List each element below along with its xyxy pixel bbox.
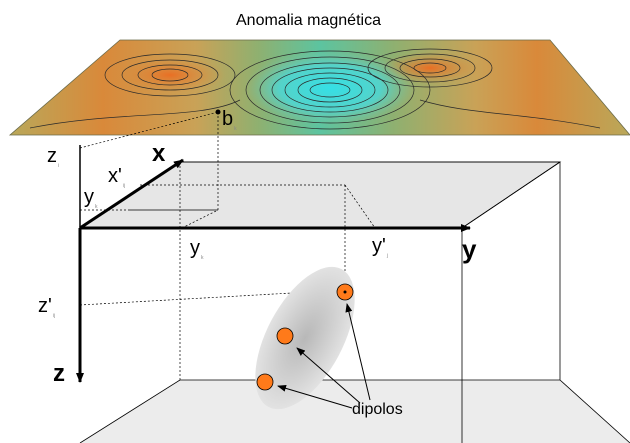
anomaly-surface [8, 39, 630, 136]
label-yj-prime: y'j [372, 235, 388, 259]
dipole-2 [276, 327, 294, 345]
axes [76, 145, 471, 383]
x-axis-arrow [79, 158, 184, 230]
contour-lines [29, 48, 601, 130]
diagram-title: Anomalia magnética [236, 12, 381, 29]
label-bk: bk [222, 108, 237, 132]
label-yk-small: yk [84, 186, 98, 210]
label-xij-prime: x'ij [108, 165, 126, 189]
dipole-pointers [277, 303, 371, 409]
dipoles [256, 283, 354, 391]
label-yk: yk [190, 237, 204, 261]
z-axis-label: z [53, 360, 65, 387]
x-axis-label: x [152, 140, 166, 167]
y-axis-label: y [462, 234, 477, 264]
model-box [78, 161, 630, 443]
dipolos-label: dipolos [352, 401, 403, 418]
dipole-cloud [255, 266, 355, 410]
dipole-3 [256, 373, 274, 391]
label-zi: zi [47, 145, 60, 169]
label-zij-prime: z'ij [38, 295, 56, 319]
